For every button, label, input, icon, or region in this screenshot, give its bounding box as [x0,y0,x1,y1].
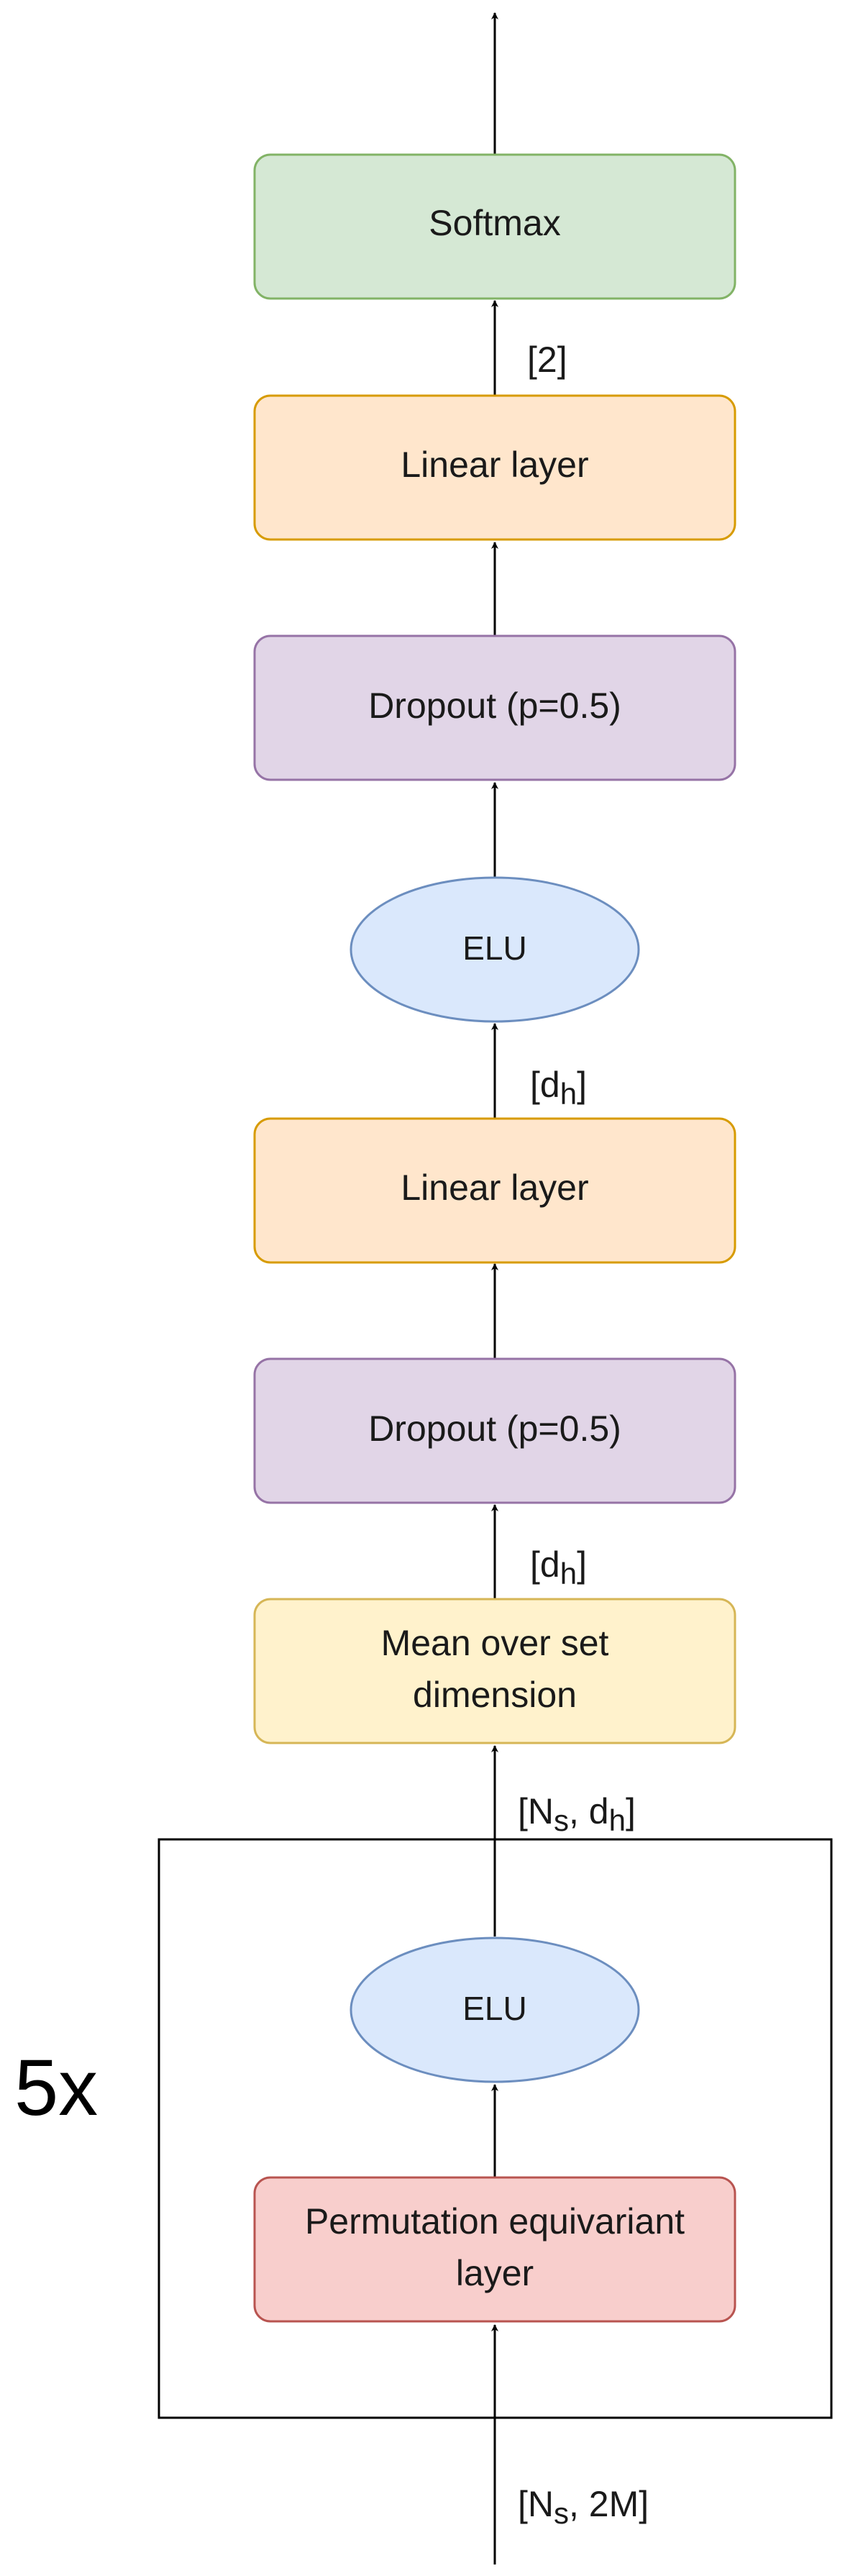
linear-layer-mid-node [253,1117,736,1264]
dropout-mid-node [253,1357,736,1504]
permutation-equivariant-label-line2: layer [456,2253,534,2293]
softmax-label: Softmax [429,203,560,243]
dim-label-set-hidden: [Ns, dh] [518,1791,636,1837]
mean-over-set-label-line2: dimension [413,1675,577,1715]
dropout-top-label: Dropout (p=0.5) [368,686,621,726]
repeat-count-label: 5x [14,2044,98,2132]
elu-top-label: ELU [462,929,526,967]
mean-over-set-label-line1: Mean over set [381,1623,609,1663]
linear-layer-mid-label: Linear layer [401,1168,588,1208]
linear-layer-top-label: Linear layer [401,445,588,485]
dropout-mid-label: Dropout (p=0.5) [368,1408,621,1449]
softmax-node [253,153,736,300]
elu-top-node [350,876,640,1023]
mean-over-set-node [253,1598,736,1744]
permutation-equivariant-node [253,2176,736,2323]
permutation-equivariant-label-line1: Permutation equivariant [305,2201,685,2242]
elu-bottom-label: ELU [462,1990,526,2027]
dim-label-input: [Ns, 2M] [518,2484,649,2530]
dropout-top-node [253,634,736,781]
dim-label-hidden-top: [dh] [530,1065,587,1111]
dim-label-output: [2] [527,340,567,380]
dim-label-hidden-mid: [dh] [530,1544,587,1590]
elu-bottom-node [350,1936,640,2083]
linear-layer-top-node [253,394,736,541]
